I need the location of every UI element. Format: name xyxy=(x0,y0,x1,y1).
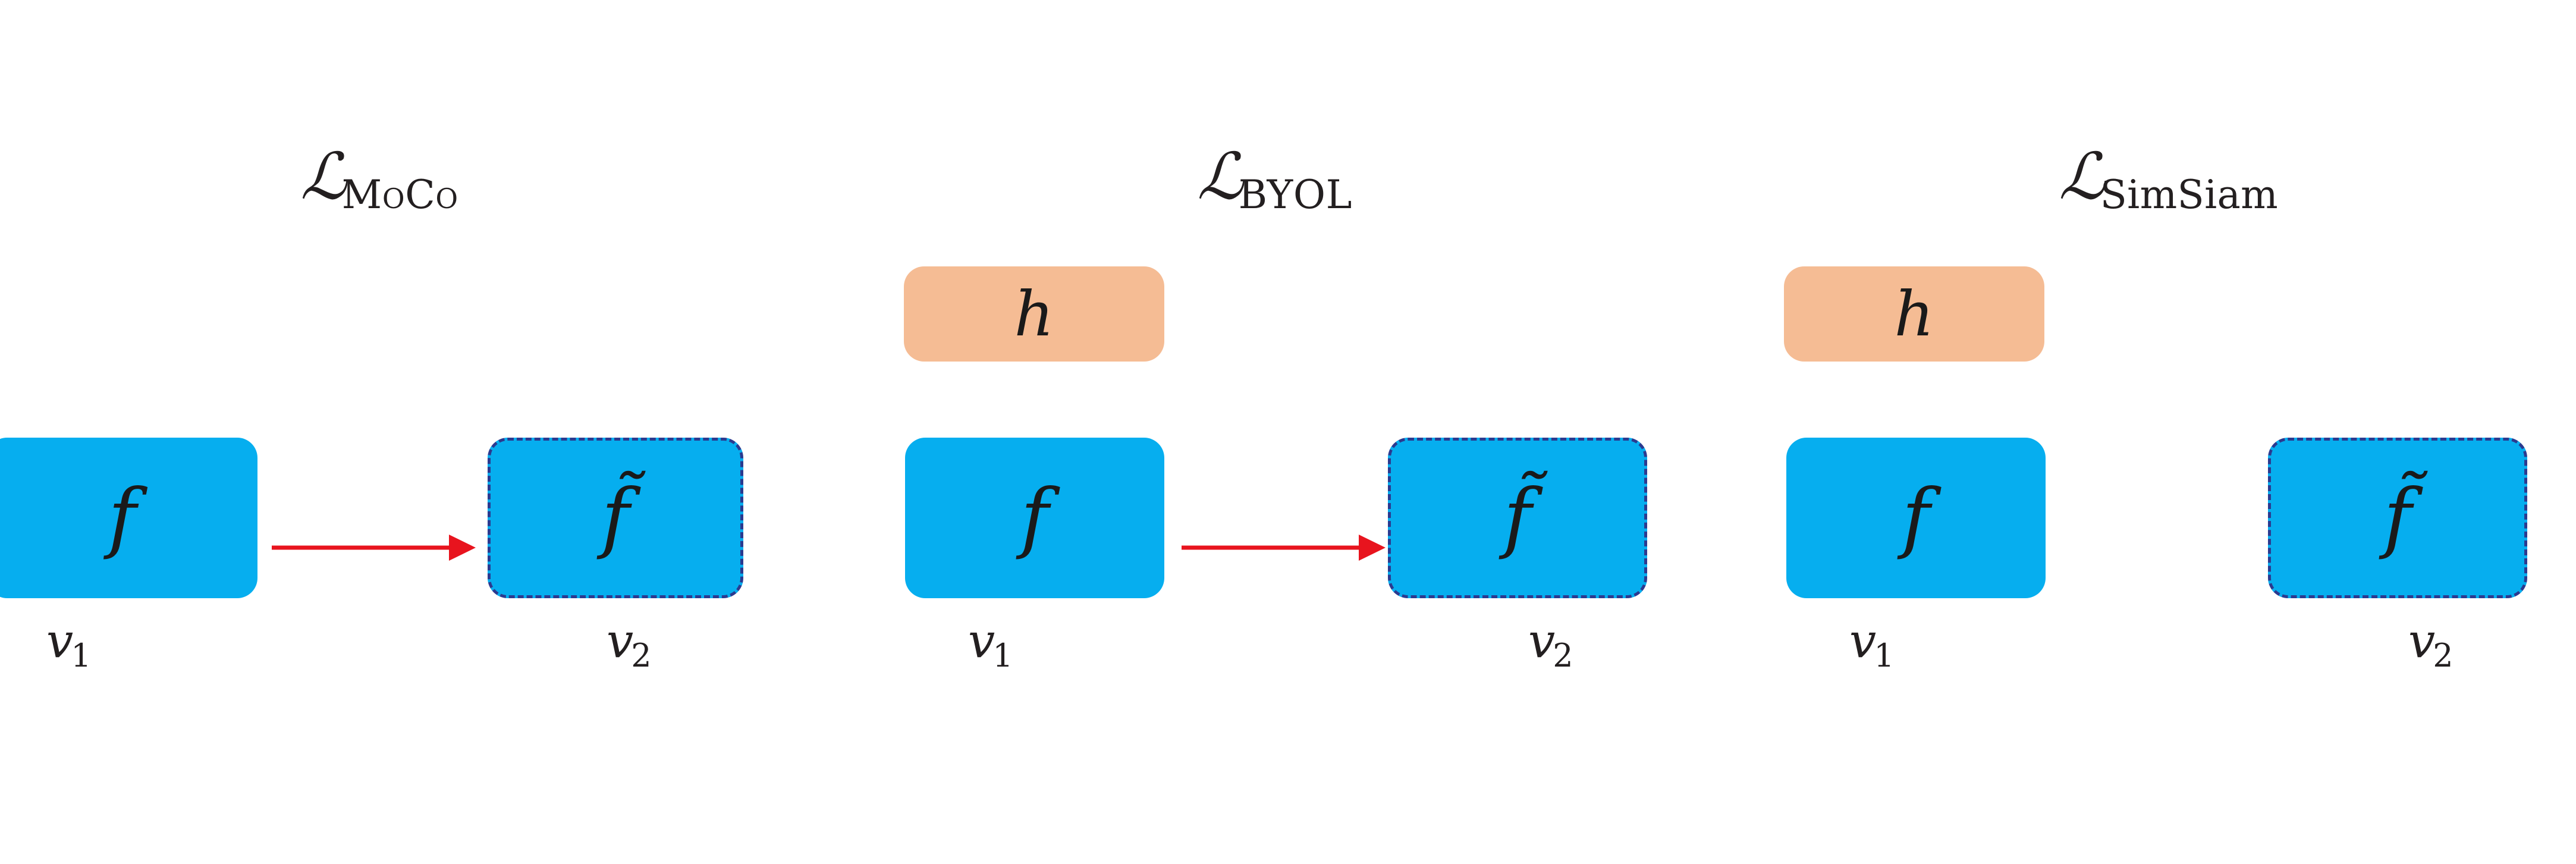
encoder-glyph-f-tilde: f̃ xyxy=(601,473,630,562)
predictor-glyph-h: h xyxy=(1014,278,1054,350)
loss-subscript-byol: BYOL xyxy=(1238,172,1353,218)
view-subscript: 1 xyxy=(992,637,1013,674)
encoder-glyph-f-tilde: f̃ xyxy=(1503,473,1532,562)
loss-label-simsiam: ℒSimSiam xyxy=(2059,145,2282,215)
arrow-moco xyxy=(272,535,476,561)
encoder-glyph-f: f xyxy=(1902,473,1930,562)
loss-symbol-moco: ℒ xyxy=(300,140,347,214)
encoder-glyph-f-tilde: f̃ xyxy=(2383,473,2412,562)
view-symbol: v xyxy=(607,613,634,668)
encoder-glyph-f: f xyxy=(1020,473,1049,562)
view-label-simsiam-v2: v2 xyxy=(2408,617,2456,672)
encoder-box-simsiam-online[interactable]: f xyxy=(1786,438,2046,598)
view-subscript: 1 xyxy=(71,637,92,674)
loss-label-byol: ℒBYOL xyxy=(1197,145,1356,215)
loss-symbol-byol: ℒ xyxy=(1197,140,1243,214)
loss-symbol-simsiam: ℒ xyxy=(2059,140,2105,214)
predictor-box-byol[interactable]: h xyxy=(904,266,1164,362)
view-label-simsiam-v1: v1 xyxy=(1849,617,1897,672)
view-symbol: v xyxy=(2408,613,2436,668)
view-subscript: 1 xyxy=(1874,637,1895,674)
view-subscript: 2 xyxy=(2433,637,2454,674)
loss-label-moco: ℒMoCo xyxy=(300,145,462,215)
view-label-byol-v2: v2 xyxy=(1528,617,1576,672)
view-label-moco-v2: v2 xyxy=(607,617,654,672)
view-label-byol-v1: v1 xyxy=(968,617,1016,672)
encoder-box-moco-target[interactable]: f̃ xyxy=(488,438,743,598)
predictor-glyph-h: h xyxy=(1894,278,1934,350)
view-label-moco-v1: v1 xyxy=(46,617,94,672)
loss-subscript-moco: MoCo xyxy=(341,172,458,218)
view-symbol: v xyxy=(968,613,995,668)
view-subscript: 2 xyxy=(631,637,652,674)
encoder-glyph-f: f xyxy=(108,473,137,562)
encoder-box-byol-target[interactable]: f̃ xyxy=(1388,438,1647,598)
predictor-box-simsiam[interactable]: h xyxy=(1784,266,2044,362)
encoder-box-simsiam-target[interactable]: f̃ xyxy=(2268,438,2527,598)
view-symbol: v xyxy=(1528,613,1556,668)
encoder-box-byol-online[interactable]: f xyxy=(905,438,1164,598)
arrow-byol xyxy=(1182,535,1386,561)
encoder-box-moco-online[interactable]: f xyxy=(0,438,257,598)
view-subscript: 2 xyxy=(1553,637,1573,674)
view-symbol: v xyxy=(46,613,74,668)
loss-subscript-simsiam: SimSiam xyxy=(2100,172,2279,218)
view-symbol: v xyxy=(1849,613,1877,668)
